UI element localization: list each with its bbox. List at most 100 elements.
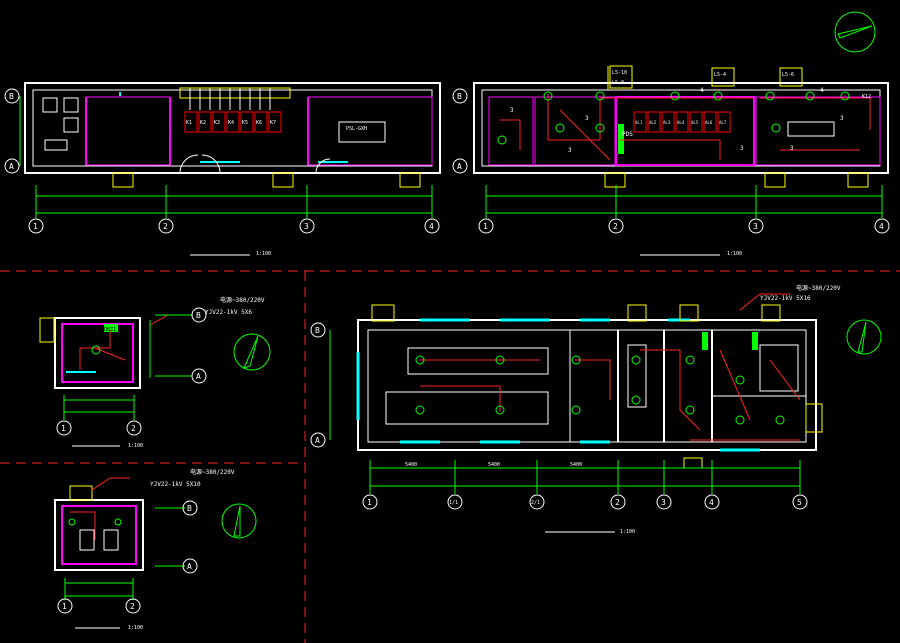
axis-label: 2 bbox=[615, 498, 620, 507]
north-arrow-mid-left bbox=[233, 333, 271, 371]
axis-bubble bbox=[452, 88, 890, 234]
circuit-annotation: L5-8 bbox=[612, 80, 624, 86]
voltage-note: 电源~380/220V bbox=[190, 468, 235, 476]
wire-count-labels: 3 3 4 3 3 3 4 3 bbox=[510, 87, 844, 154]
light-fixture-icon bbox=[68, 518, 76, 526]
light-fixture-icon bbox=[713, 91, 723, 101]
circuit-annotation: K12 bbox=[862, 94, 871, 100]
wire-count: 3 bbox=[510, 107, 514, 114]
dimension-span: 5400 bbox=[405, 462, 417, 468]
axis-label: 4 bbox=[879, 222, 884, 231]
panel-cell-label: K6 bbox=[256, 120, 262, 126]
light-fixture-icon bbox=[495, 405, 505, 415]
fixture-markers bbox=[497, 91, 850, 145]
axis-bubble bbox=[4, 88, 440, 234]
axis-bubble bbox=[56, 307, 207, 436]
drawing-scale: 1:100 bbox=[256, 251, 271, 257]
light-fixture-icon bbox=[555, 123, 565, 133]
light-fixture-icon bbox=[543, 91, 553, 101]
light-fixture-icon bbox=[775, 415, 785, 425]
drawing-scale: 1:100 bbox=[727, 251, 742, 257]
pds-label: PDS bbox=[622, 131, 633, 138]
plan-top-left: PSL-GXH K1 K2 K3 K4 K5 K6 K7 bbox=[4, 82, 441, 257]
circuit-annotation: L5-6 bbox=[782, 72, 794, 78]
light-fixture-icon bbox=[735, 375, 745, 385]
light-fixture-icon bbox=[771, 123, 781, 133]
axis-label: 2/1 bbox=[531, 500, 540, 506]
dimension-span: 5400 bbox=[570, 462, 582, 468]
light-fixture-icon bbox=[415, 355, 425, 365]
annotation-group: L5-10 L5-8 L5-4 L5-6 K12 bbox=[607, 65, 871, 100]
panel-cell bbox=[717, 111, 731, 133]
light-fixture-icon bbox=[415, 405, 425, 415]
axis-label: A bbox=[9, 162, 14, 171]
light-fixture-icon bbox=[495, 355, 505, 365]
axis-label: 3 bbox=[304, 222, 309, 231]
light-fixture-icon bbox=[765, 91, 775, 101]
light-fixture-icon bbox=[735, 415, 745, 425]
plan-mid-left: DBZ1 YJV22-1kV 5X6 电源~380/220V B A 1 2 1… bbox=[39, 296, 265, 449]
panel-cell-label: K1 bbox=[186, 120, 192, 126]
panel-cell bbox=[184, 111, 198, 133]
plan-top-right: PDS AL1 AL2 AL3 AL4 AL5 AL6 AL7 bbox=[452, 65, 890, 257]
circuit-annotation: L5-10 bbox=[612, 70, 627, 76]
panel-cell-label: AL1 bbox=[635, 120, 643, 125]
light-fixture-icon bbox=[631, 355, 641, 365]
axis-label: 2 bbox=[131, 424, 136, 433]
light-fixture-icon bbox=[631, 395, 641, 405]
light-fixture-icon bbox=[114, 518, 122, 526]
fixture-markers bbox=[415, 355, 785, 425]
axis-label: 5 bbox=[797, 498, 802, 507]
north-arrow-top bbox=[834, 11, 876, 53]
cable-spec: YJV22-1kV 5X16 bbox=[760, 295, 811, 302]
equipment-label-top-left: PSL-GXH bbox=[346, 126, 367, 132]
north-arrow-right bbox=[846, 319, 882, 355]
axis-label: 1 bbox=[483, 222, 488, 231]
axis-label: A bbox=[187, 562, 192, 571]
panel-cell-label: AL4 bbox=[677, 120, 685, 125]
panel-cell bbox=[254, 111, 268, 133]
wire-count: 3 bbox=[840, 115, 844, 122]
axis-label: B bbox=[315, 326, 320, 335]
wire-count: 4 bbox=[820, 87, 824, 94]
light-fixture-icon bbox=[840, 91, 850, 101]
axis-bubble bbox=[57, 500, 198, 614]
light-fixture-icon bbox=[595, 91, 605, 101]
axis-bubble bbox=[310, 322, 808, 510]
panel-row-top-left: K1 K2 K3 K4 K5 K6 K7 bbox=[184, 111, 282, 133]
axis-label: 4 bbox=[709, 498, 714, 507]
wire-count: 4 bbox=[700, 87, 704, 94]
panel-cell bbox=[647, 111, 661, 133]
plan-bottom-left: 电源~380/220V YJV22-1kV 5X10 B A 1 2 1:100 bbox=[54, 468, 235, 631]
panel-cell bbox=[212, 111, 226, 133]
circuit-annotation: L5-4 bbox=[714, 72, 726, 78]
panel-cell bbox=[675, 111, 689, 133]
panel-cell-label: AL2 bbox=[649, 120, 657, 125]
voltage-note: 电源~380/220V bbox=[220, 296, 265, 304]
light-fixture-icon bbox=[595, 123, 605, 133]
dimension-span: 5400 bbox=[488, 462, 500, 468]
light-fixture-icon bbox=[685, 405, 695, 415]
north-arrow-bottom-left bbox=[221, 503, 257, 539]
panel-cell bbox=[268, 111, 282, 133]
axis-label: 2 bbox=[613, 222, 618, 231]
light-fixture-icon bbox=[685, 355, 695, 365]
axis-label: 1 bbox=[367, 498, 372, 507]
drawing-scale: 1:100 bbox=[128, 625, 143, 631]
wire-count: 3 bbox=[568, 147, 572, 154]
panel-cell-label: K5 bbox=[242, 120, 248, 126]
axis-label: A bbox=[196, 372, 201, 381]
cable-spec: YJV22-1kV 5X10 bbox=[150, 481, 201, 488]
axis-label: 2 bbox=[130, 602, 135, 611]
axis-label: B bbox=[187, 504, 192, 513]
axis-label: 2 bbox=[163, 222, 168, 231]
axis-label: 1/1 bbox=[449, 500, 458, 506]
axis-label: 1 bbox=[62, 602, 67, 611]
panel-cell bbox=[703, 111, 717, 133]
light-fixture-icon bbox=[91, 345, 101, 355]
panel-cell bbox=[240, 111, 254, 133]
axis-label: A bbox=[457, 162, 462, 171]
panel-cell-label: AL5 bbox=[691, 120, 699, 125]
axis-label: 1 bbox=[33, 222, 38, 231]
